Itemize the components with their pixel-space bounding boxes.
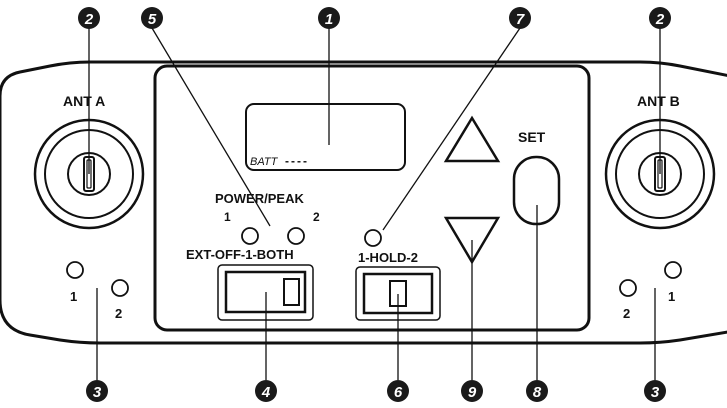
- hold-switch-label: 1-HOLD-2: [358, 250, 418, 265]
- inner-panel: [153, 64, 591, 332]
- callout-9: 9: [461, 380, 483, 402]
- lcd-display: [245, 103, 406, 171]
- svg-text:5: 5: [148, 11, 157, 28]
- set-label: SET: [518, 129, 546, 145]
- callout-3-right: 3: [644, 380, 666, 402]
- right-led-1: [664, 261, 682, 279]
- right-led-1-label: 1: [668, 289, 675, 304]
- power-peak-left-label: 1: [224, 210, 231, 224]
- hold-led: [364, 229, 382, 247]
- hold-switch[interactable]: [355, 266, 441, 321]
- ant-a-label: ANT A: [63, 93, 105, 109]
- callout-8: 8: [526, 380, 548, 402]
- ext-switch-label: EXT-OFF-1-BOTH: [186, 247, 294, 262]
- svg-text:6: 6: [394, 384, 403, 401]
- callout-7: 7: [509, 7, 531, 29]
- batt-value: ----: [285, 154, 309, 168]
- up-button[interactable]: [443, 115, 501, 163]
- left-led-2: [111, 279, 129, 297]
- batt-label: BATT: [250, 156, 279, 168]
- svg-text:2: 2: [84, 11, 94, 28]
- svg-text:2: 2: [655, 11, 665, 28]
- left-led-2-label: 2: [115, 306, 122, 321]
- callout-3-left: 3: [86, 380, 108, 402]
- callout-2-left: 2: [78, 7, 100, 29]
- callout-leaders: [88, 27, 661, 380]
- power-peak-label: POWER/PEAK: [215, 191, 304, 206]
- svg-text:4: 4: [261, 384, 271, 401]
- power-peak-led-2: [287, 227, 305, 245]
- callout-4: 4: [255, 380, 277, 402]
- callout-6: 6: [387, 380, 409, 402]
- right-led-2-label: 2: [623, 306, 630, 321]
- left-led-1-label: 1: [70, 289, 77, 304]
- svg-text:3: 3: [93, 384, 102, 401]
- svg-text:8: 8: [533, 384, 542, 401]
- svg-text:9: 9: [468, 384, 477, 401]
- ant-b-label: ANT B: [637, 93, 680, 109]
- svg-text:3: 3: [651, 384, 660, 401]
- callout-1: 1: [318, 7, 340, 29]
- callout-5: 5: [141, 7, 163, 29]
- svg-text:1: 1: [325, 11, 333, 28]
- panel-outline: [0, 60, 727, 345]
- callout-2-right: 2: [649, 7, 671, 29]
- power-peak-right-label: 2: [313, 210, 320, 224]
- svg-text:7: 7: [516, 11, 525, 28]
- power-peak-led-1: [241, 227, 259, 245]
- left-led-1: [66, 261, 84, 279]
- right-led-2: [619, 279, 637, 297]
